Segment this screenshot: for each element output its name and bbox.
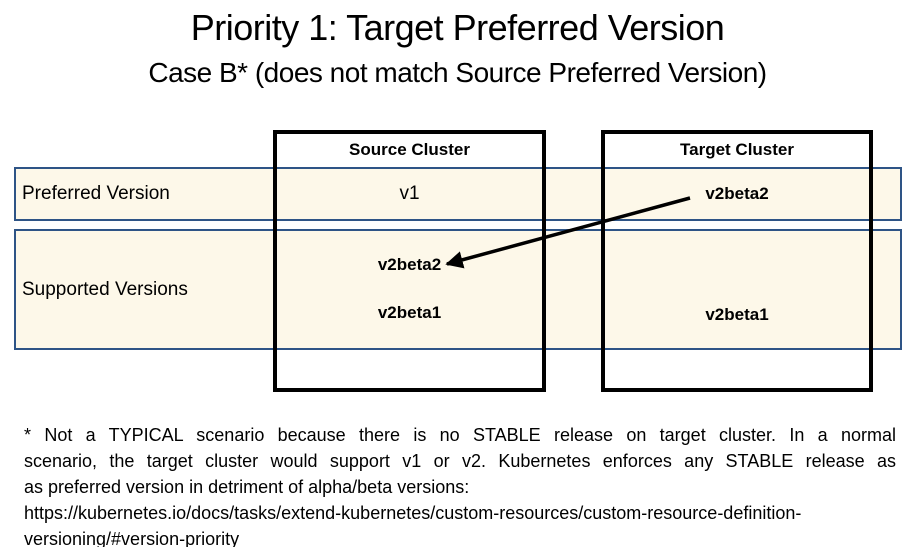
row-label-supported-versions: Supported Versions (22, 278, 188, 300)
page-title: Priority 1: Target Preferred Version (190, 7, 725, 48)
cell-target-preferred-version: v2beta2 (705, 184, 769, 203)
footnote-url-line: https://kubernetes.io/docs/tasks/extend-… (24, 503, 802, 523)
row-label-preferred-version: Preferred Version (22, 183, 170, 204)
footnote-line: scenario, the target cluster would suppo… (24, 451, 896, 471)
cell-source-supported-version-1: v2beta2 (377, 255, 442, 274)
cell-source-preferred-version: v1 (399, 183, 420, 204)
footnote-url-line: versioning/#version-priority (24, 529, 240, 547)
footnote: * Not a TYPICAL scenario because there i… (24, 422, 896, 547)
footnote-line: * Not a TYPICAL scenario because there i… (24, 425, 896, 445)
source-cluster-header: Source Cluster (349, 139, 470, 159)
page-subtitle: Case B* (does not match Source Preferred… (148, 57, 767, 88)
cell-target-supported-version-1: v2beta1 (705, 305, 769, 324)
target-cluster-header: Target Cluster (680, 139, 794, 159)
footnote-line: as preferred version in detriment of alp… (24, 477, 470, 497)
cell-source-supported-version-2: v2beta1 (377, 303, 442, 322)
